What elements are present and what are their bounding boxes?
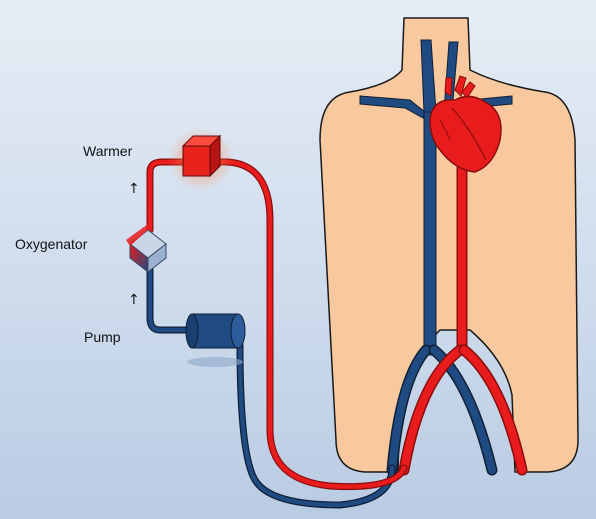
oxygenator-icon bbox=[126, 224, 167, 274]
human-body-silhouette bbox=[319, 17, 579, 473]
flow-arrow-up-icon: ↑ bbox=[128, 181, 140, 197]
pump-to-oxygenator-tubing bbox=[146, 258, 196, 334]
pump-label: Pump bbox=[84, 329, 121, 345]
flow-arrow-up-icon: ↑ bbox=[128, 292, 140, 308]
oxygenator-label: Oxygenator bbox=[15, 236, 88, 252]
warmer-cube-icon bbox=[168, 128, 234, 190]
pump-cylinder-icon bbox=[185, 313, 246, 367]
heart-icon bbox=[429, 75, 502, 173]
warmer-label: Warmer bbox=[83, 143, 133, 159]
